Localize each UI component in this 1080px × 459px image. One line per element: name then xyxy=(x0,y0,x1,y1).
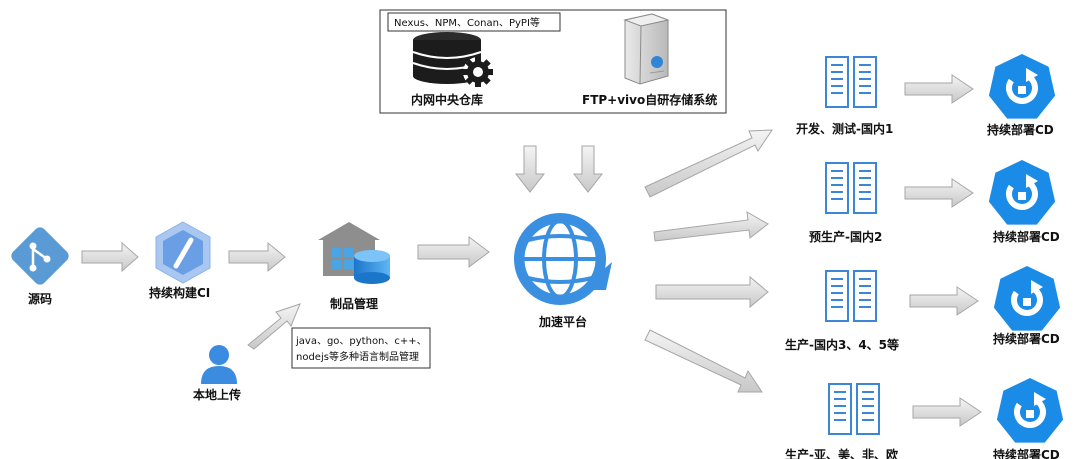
arrow-accelerate-to-env3 xyxy=(655,275,769,309)
arrows xyxy=(81,74,982,427)
database-gear-icon xyxy=(412,32,493,87)
arrow-env1-to-cd xyxy=(904,74,974,104)
artifact-label: 制品管理 xyxy=(330,296,378,311)
arrow-env3-to-cd xyxy=(909,286,979,316)
local-upload-label: 本地上传 xyxy=(193,387,241,402)
source-label: 源码 xyxy=(28,291,52,306)
cd-label: 持续部署CD xyxy=(993,331,1060,346)
repo-box: Nexus、NPM、Conan、PyPI等 内网中央仓库 xyxy=(379,9,727,114)
globe-icon xyxy=(514,213,612,305)
storage-label: FTP+vivo自研存储系统 xyxy=(582,92,717,107)
server-rack-icon xyxy=(825,270,877,322)
user-icon xyxy=(201,345,237,384)
arrow-env4-to-cd xyxy=(912,397,982,427)
cd-label: 持续部署CD xyxy=(993,447,1060,459)
cd-deploy-icon xyxy=(988,160,1056,225)
git-icon xyxy=(11,227,69,285)
cd-deploy-icon xyxy=(988,54,1056,119)
server-rack-icon xyxy=(825,162,877,214)
artifact-note-line1: java、go、python、c++、 xyxy=(295,336,427,347)
arrow-repo-down-left xyxy=(514,145,546,193)
environment-label: 生产-国内3、4、5等 xyxy=(785,337,899,352)
repo-tag-label: Nexus、NPM、Conan、PyPI等 xyxy=(394,16,540,29)
ci-label: 持续构建CI xyxy=(149,285,210,300)
arrow-upload-to-artifact xyxy=(247,303,301,350)
server-rack-icon xyxy=(828,383,880,435)
server-rack-icon xyxy=(825,56,877,108)
arrow-accelerate-to-env1 xyxy=(644,129,773,198)
environment-label: 预生产-国内2 xyxy=(809,229,882,244)
artifact-management-icon xyxy=(318,222,390,284)
artifact-note-line2: nodejs等多种语言制品管理 xyxy=(296,350,419,363)
cd-deploy-icon xyxy=(993,266,1061,331)
cd-label: 持续部署CD xyxy=(987,122,1054,137)
arrow-accelerate-to-env2 xyxy=(653,211,769,242)
environment-label: 生产-亚、美、非、欧 xyxy=(785,447,898,459)
arrow-artifact-to-accelerate xyxy=(417,236,490,268)
ci-icon xyxy=(155,221,211,284)
central-repo-label: 内网中央仓库 xyxy=(411,92,483,107)
accelerate-label: 加速平台 xyxy=(538,314,587,329)
arrow-env2-to-cd xyxy=(904,178,974,208)
arrow-repo-down-right xyxy=(572,145,604,193)
arrow-source-to-ci xyxy=(81,241,139,273)
cd-deploy-icon xyxy=(996,378,1064,443)
artifact-note-box: java、go、python、c++、 nodejs等多种语言制品管理 xyxy=(291,327,431,369)
arrow-accelerate-to-env4 xyxy=(644,329,763,393)
cd-label: 持续部署CD xyxy=(993,229,1060,244)
environment-label: 开发、测试-国内1 xyxy=(796,121,893,136)
storage-server-icon xyxy=(623,13,670,85)
arrow-ci-to-artifact xyxy=(228,241,286,273)
